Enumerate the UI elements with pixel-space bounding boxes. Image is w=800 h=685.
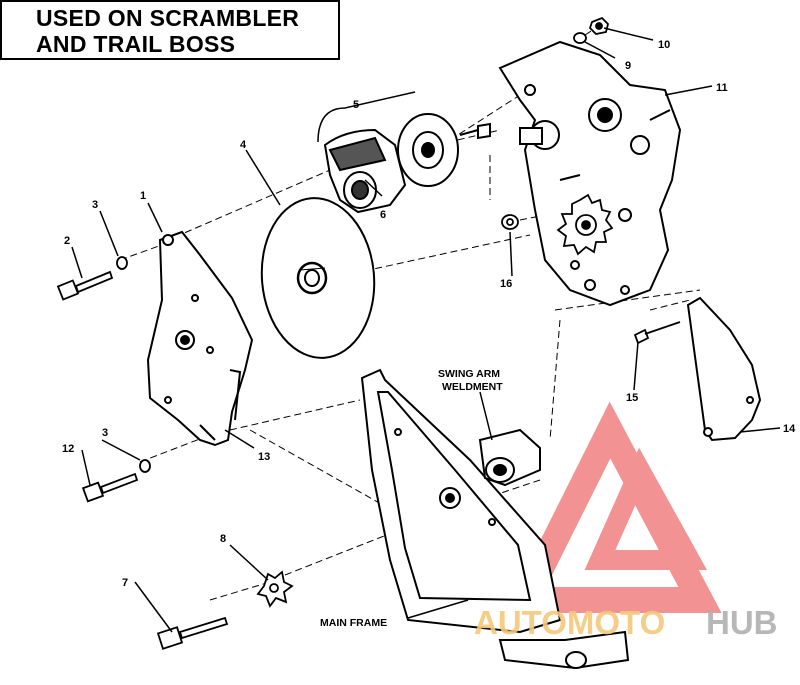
callout-15: 15 [626,392,638,404]
mounting-plate [146,230,254,447]
diagram-title: USED ON SCRAMBLER AND TRAIL BOSS [0,0,340,60]
watermark-triangle-inner [584,447,707,570]
callout-7: 7 [122,577,128,589]
swing-arm-weldment [478,428,541,487]
chaincase-housing [498,40,682,307]
callout-1: 1 [140,190,146,202]
callout-5: 5 [353,99,359,111]
drive-sprocket [556,193,614,256]
clutch-spider [323,113,491,214]
callout-4: 4 [240,139,247,151]
callout-12: 12 [62,443,74,455]
title-line-2: AND TRAIL BOSS [36,31,236,57]
callout-13: 13 [258,451,270,463]
watermark-logo [503,401,722,613]
drive-sheave [260,197,376,359]
main-frame [360,368,630,670]
title-line-1: USED ON SCRAMBLER [36,5,300,31]
fasteners [56,16,681,650]
callout-numbers: 1 2 3 3 4 5 6 7 8 9 10 11 12 13 14 15 16 [62,39,796,589]
callout-3-lower: 3 [102,427,108,439]
watermark-text: AUTOMOTO HUB [474,604,778,641]
callout-8: 8 [220,533,226,545]
part-labels: SWING ARM WELDMENT MAIN FRAME [320,368,503,629]
watermark-text-orange: AUTOMOTO [474,604,665,641]
spider-bracket [317,91,416,143]
callout-14: 14 [783,423,796,435]
watermark-text-gray: HUB [706,604,778,641]
label-swing-arm-line2: WELDMENT [442,381,503,393]
label-main-frame: MAIN FRAME [320,617,387,629]
label-swing-arm-line1: SWING ARM [438,368,500,380]
callout-6: 6 [380,209,386,221]
callout-11: 11 [716,82,728,94]
callout-16: 16 [500,278,512,290]
callout-10: 10 [658,39,670,51]
callout-3-upper: 3 [92,199,98,211]
leader-lines [71,27,781,633]
callout-9: 9 [625,60,631,72]
chaincase-cover [686,296,762,442]
callout-2: 2 [64,235,70,247]
